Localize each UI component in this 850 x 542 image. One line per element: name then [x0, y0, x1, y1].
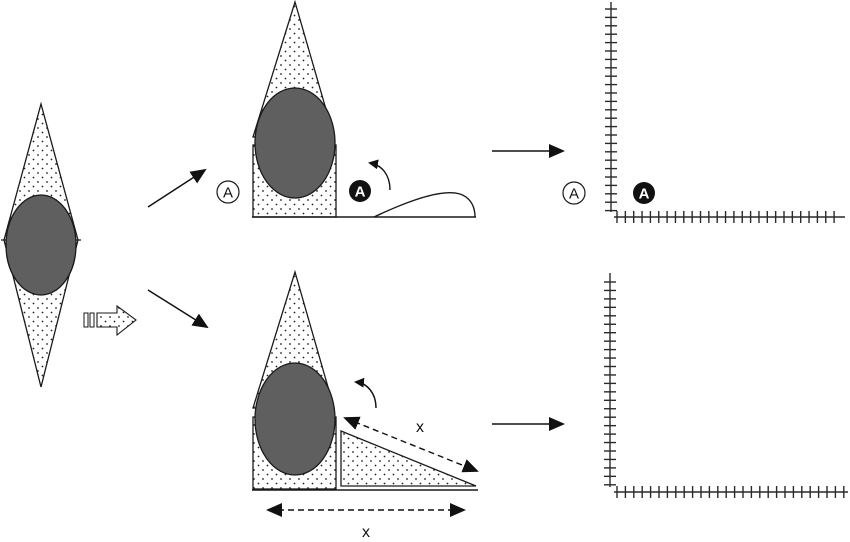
slanted-dimension-arrow [343, 416, 479, 473]
slanted-length-label: x [416, 419, 424, 436]
base-length-label: x [362, 524, 370, 541]
open-circle-a-label: A [216, 180, 240, 204]
filled-circle-a-label: A [633, 182, 655, 204]
block-arrow-right-icon [83, 304, 137, 337]
arrow-up-right-icon [147, 168, 207, 208]
curved-arrow-icon [368, 159, 391, 191]
graph-lower-axes [604, 273, 848, 498]
svg-text:A: A [223, 185, 233, 202]
diamond-shape [1, 101, 81, 388]
dark-ellipse [254, 87, 336, 199]
svg-text:A: A [639, 186, 650, 203]
wedge-triangle [340, 430, 477, 487]
curved-arrow-icon [354, 377, 377, 409]
svg-text:A: A [569, 186, 579, 203]
arrow-down-right-icon [147, 289, 209, 329]
filled-circle-a-label: A [349, 180, 371, 202]
dark-ellipse [254, 362, 336, 476]
dark-ellipse [5, 194, 77, 296]
lower-cone-shape [252, 269, 478, 491]
upper-cone-shape [252, 0, 476, 218]
graph-upper-axes [605, 2, 845, 223]
svg-text:A: A [355, 184, 366, 201]
open-circle-a-label: A [562, 181, 586, 205]
